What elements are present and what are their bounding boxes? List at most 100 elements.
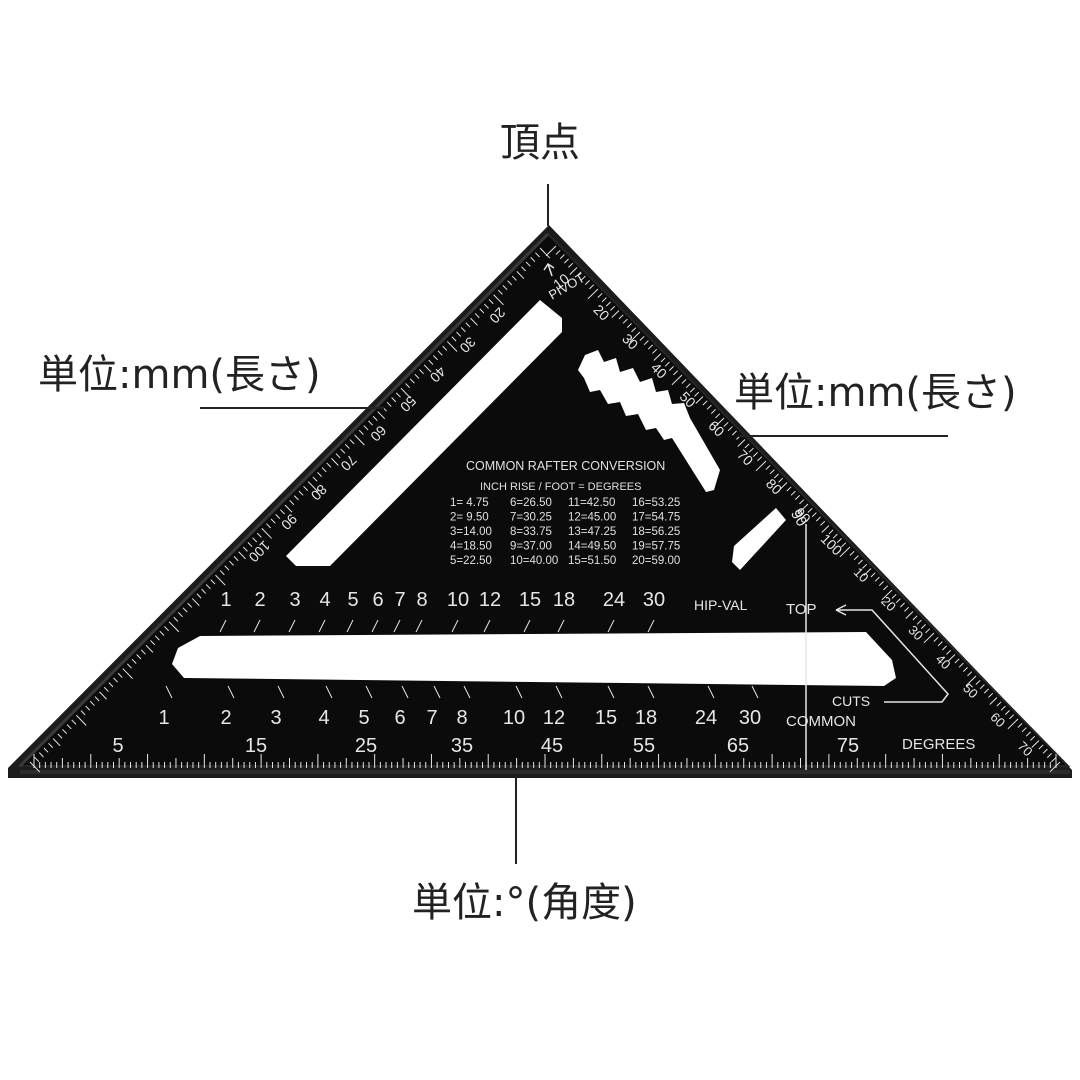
tick-mark: [391, 397, 397, 403]
conversion-cell: 5=22.50: [450, 555, 492, 567]
tick-mark: [43, 747, 49, 753]
upper-row-tick: [607, 619, 615, 633]
tool-labels: 10 PIVOT HIP-VAL TOP CUTS COMMON DEGREES…: [546, 270, 975, 753]
tick-mark: [409, 378, 415, 384]
tick-mark: [414, 373, 420, 379]
tick-mark: [769, 469, 775, 475]
tick-mark: [386, 401, 392, 407]
tick-mark: [618, 314, 624, 320]
upper-row-label: 7: [394, 589, 405, 611]
tick-mark: [941, 645, 947, 651]
tick-mark: [694, 391, 700, 397]
tick-mark: [891, 593, 897, 599]
upper-row-label: 2: [254, 589, 265, 611]
tick-mark: [563, 258, 569, 264]
lower-row-tick: [401, 685, 409, 699]
bottom-degree-label: 75: [837, 735, 859, 757]
lower-row-tick: [751, 685, 759, 699]
tick-mark: [539, 247, 551, 259]
tick-mark: [757, 456, 763, 462]
tick-mark: [502, 285, 508, 291]
tick-mark: [569, 267, 578, 275]
tick-mark: [715, 413, 721, 419]
tick-mark: [874, 576, 880, 582]
tick-mark: [821, 525, 830, 533]
tick-mark: [610, 305, 616, 311]
conversion-cell: 3=14.00: [450, 526, 492, 538]
tick-mark: [778, 477, 784, 483]
tick-mark: [419, 369, 425, 375]
tick-mark: [559, 254, 565, 260]
tick-mark: [80, 710, 86, 716]
tick-mark: [660, 357, 666, 363]
tick-mark: [996, 701, 1002, 707]
tick-mark: [779, 482, 788, 490]
tick-mark: [150, 640, 156, 646]
tick-mark: [317, 471, 323, 477]
tick-mark: [173, 616, 179, 622]
tick-mark: [631, 327, 637, 333]
tick-mark: [99, 691, 107, 700]
tick-mark: [242, 546, 248, 552]
tick-mark: [293, 495, 299, 501]
bottom-degree-label: 65: [727, 735, 749, 757]
upper-row-label: 18: [553, 589, 575, 611]
upper-row-label: 6: [372, 589, 383, 611]
tick-mark: [1007, 718, 1019, 730]
tick-mark: [937, 641, 943, 647]
tick-mark: [925, 628, 931, 634]
tick-mark: [765, 464, 771, 470]
tick-mark: [727, 426, 733, 432]
tick-mark: [870, 572, 876, 578]
lower-row-label: 4: [318, 707, 329, 729]
tick-mark: [85, 705, 91, 711]
tick-mark: [988, 692, 994, 698]
conversion-cell: 11=42.50: [568, 497, 615, 509]
tick-mark: [270, 518, 276, 524]
tick-mark: [57, 733, 63, 739]
tick-mark: [229, 560, 234, 566]
tick-mark: [853, 555, 859, 561]
tick-mark: [252, 537, 258, 543]
tick-mark: [815, 516, 821, 522]
tick-mark: [530, 256, 536, 263]
upper-row-label: 10: [447, 589, 469, 611]
tick-mark: [668, 366, 674, 371]
lower-row-tick: [365, 685, 373, 699]
tick-mark: [117, 672, 123, 678]
lower-row-label: 12: [543, 707, 565, 729]
upper-row-label: 24: [603, 589, 625, 611]
lower-row-label: 5: [358, 707, 369, 729]
tick-mark: [451, 336, 457, 342]
tick-mark: [962, 667, 968, 672]
tick-mark: [238, 551, 246, 560]
tick-mark: [368, 420, 374, 426]
tick-mark: [354, 434, 365, 446]
upper-row-tick: [483, 619, 491, 633]
tick-mark: [48, 742, 54, 748]
tick-mark: [989, 697, 998, 705]
conversion-table: COMMON RAFTER CONVERSION INCH RISE / FOO…: [450, 459, 680, 567]
tick-mark: [460, 327, 466, 333]
guide-lines: [543, 262, 949, 770]
lower-row-tick: [165, 685, 173, 699]
tick-mark: [702, 400, 708, 406]
bottom-unit-callout: 単位:°(角度): [412, 880, 637, 926]
left-unit-callout: 単位:mm(長さ): [38, 352, 321, 398]
tick-mark: [446, 341, 458, 352]
tick-mark: [484, 303, 489, 309]
tick-mark: [507, 280, 513, 286]
lower-row-label: 3: [270, 707, 281, 729]
tick-mark: [1009, 714, 1015, 720]
tick-mark: [904, 606, 910, 612]
lower-row-label: 6: [394, 707, 405, 729]
tick-mark: [587, 288, 599, 300]
tick-mark: [372, 415, 378, 421]
lower-row-label: 30: [739, 707, 761, 729]
tick-mark: [545, 245, 557, 257]
tick-mark: [933, 636, 939, 642]
upper-row-label: 8: [416, 589, 427, 611]
tick-mark: [488, 299, 494, 305]
tick-mark: [954, 658, 960, 664]
